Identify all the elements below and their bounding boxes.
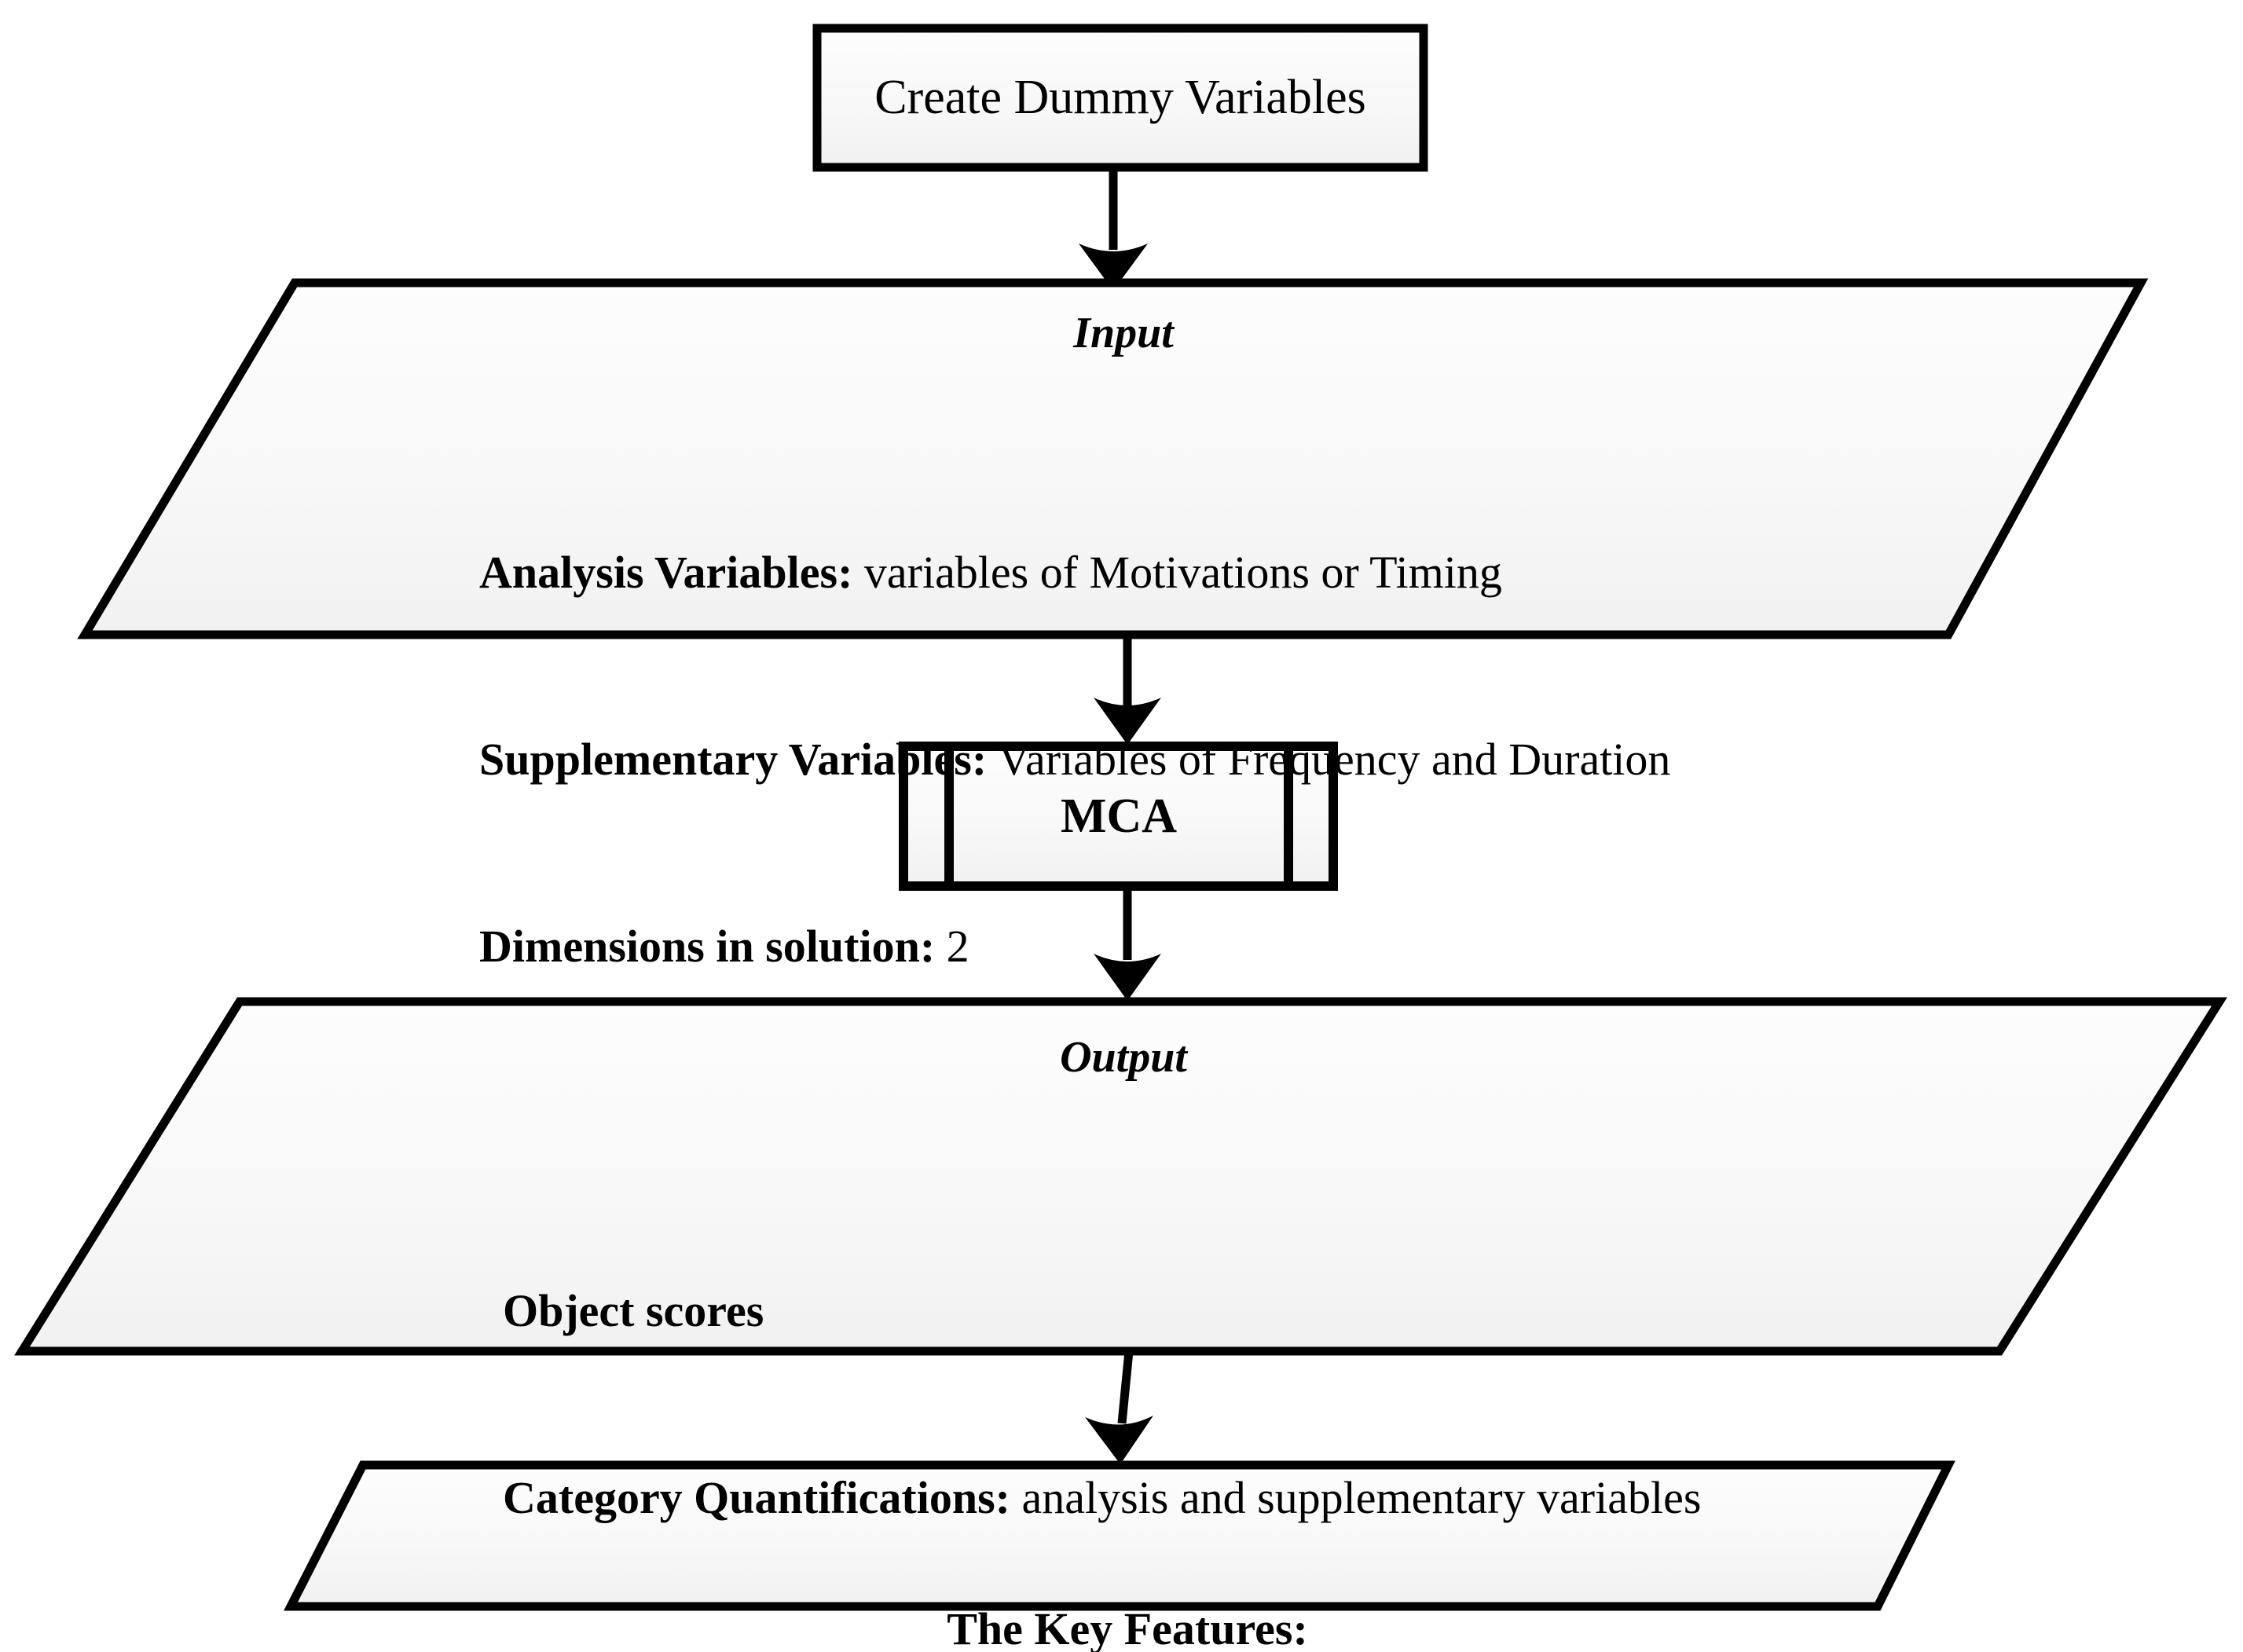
- node-mca-label: MCA: [1060, 789, 1178, 843]
- input-value-dimensions: 2: [935, 921, 969, 973]
- connector-input-to-mca: [1094, 635, 1161, 745]
- node-create-dummy-variables[interactable]: [812, 24, 1428, 172]
- input-heading: Input: [1073, 309, 1174, 357]
- node-output[interactable]: [14, 997, 2227, 1356]
- input-line-dimensions: Dimensions in solution: 2: [479, 917, 1972, 976]
- input-value-supplementary-variables: Variables of Frequency and Duration: [987, 733, 1671, 785]
- output-label-object-scores: Object scores: [503, 1284, 764, 1336]
- key-features-heading: The Key Features:: [947, 1603, 1308, 1652]
- output-heading: Output: [1060, 1033, 1187, 1082]
- input-body: Analysis Variables: variables of Motivat…: [479, 424, 1972, 1094]
- output-body: Object scores Category Quantifications: …: [503, 1163, 1996, 1646]
- connector-output-to-key-features: [1085, 1350, 1153, 1464]
- node-input[interactable]: [77, 278, 2149, 639]
- input-value-analysis-variables: variables of Motivations or Timing: [852, 546, 1502, 598]
- connector-mca-to-output: [1094, 886, 1161, 1001]
- input-line-supplementary-variables: Supplementary Variables: Variables of Fr…: [479, 730, 1972, 789]
- output-label-category-quantifications: Category Quantifications:: [503, 1471, 1010, 1523]
- node-key-features[interactable]: [284, 1460, 1955, 1611]
- input-line-analysis-variables: Analysis Variables: variables of Motivat…: [479, 543, 1972, 602]
- output-value-category-quantifications: analysis and supplementary variables: [1010, 1471, 1702, 1523]
- node-create-dummy-variables-label: Create Dummy Variables: [874, 71, 1366, 125]
- node-mca[interactable]: [899, 742, 1338, 891]
- key-features-body: The Key Features: Motivation1, Motivatio…: [369, 1481, 1886, 1652]
- input-label-analysis-variables: Analysis Variables:: [479, 546, 853, 598]
- connector-create-to-input: [1079, 167, 1148, 291]
- output-line-object-scores: Object scores: [503, 1281, 1996, 1340]
- input-label-supplementary-variables: Supplementary Variables:: [479, 733, 988, 785]
- output-line-category-quantifications: Category Quantifications: analysis and s…: [503, 1468, 1996, 1527]
- input-label-dimensions: Dimensions in solution:: [479, 921, 936, 973]
